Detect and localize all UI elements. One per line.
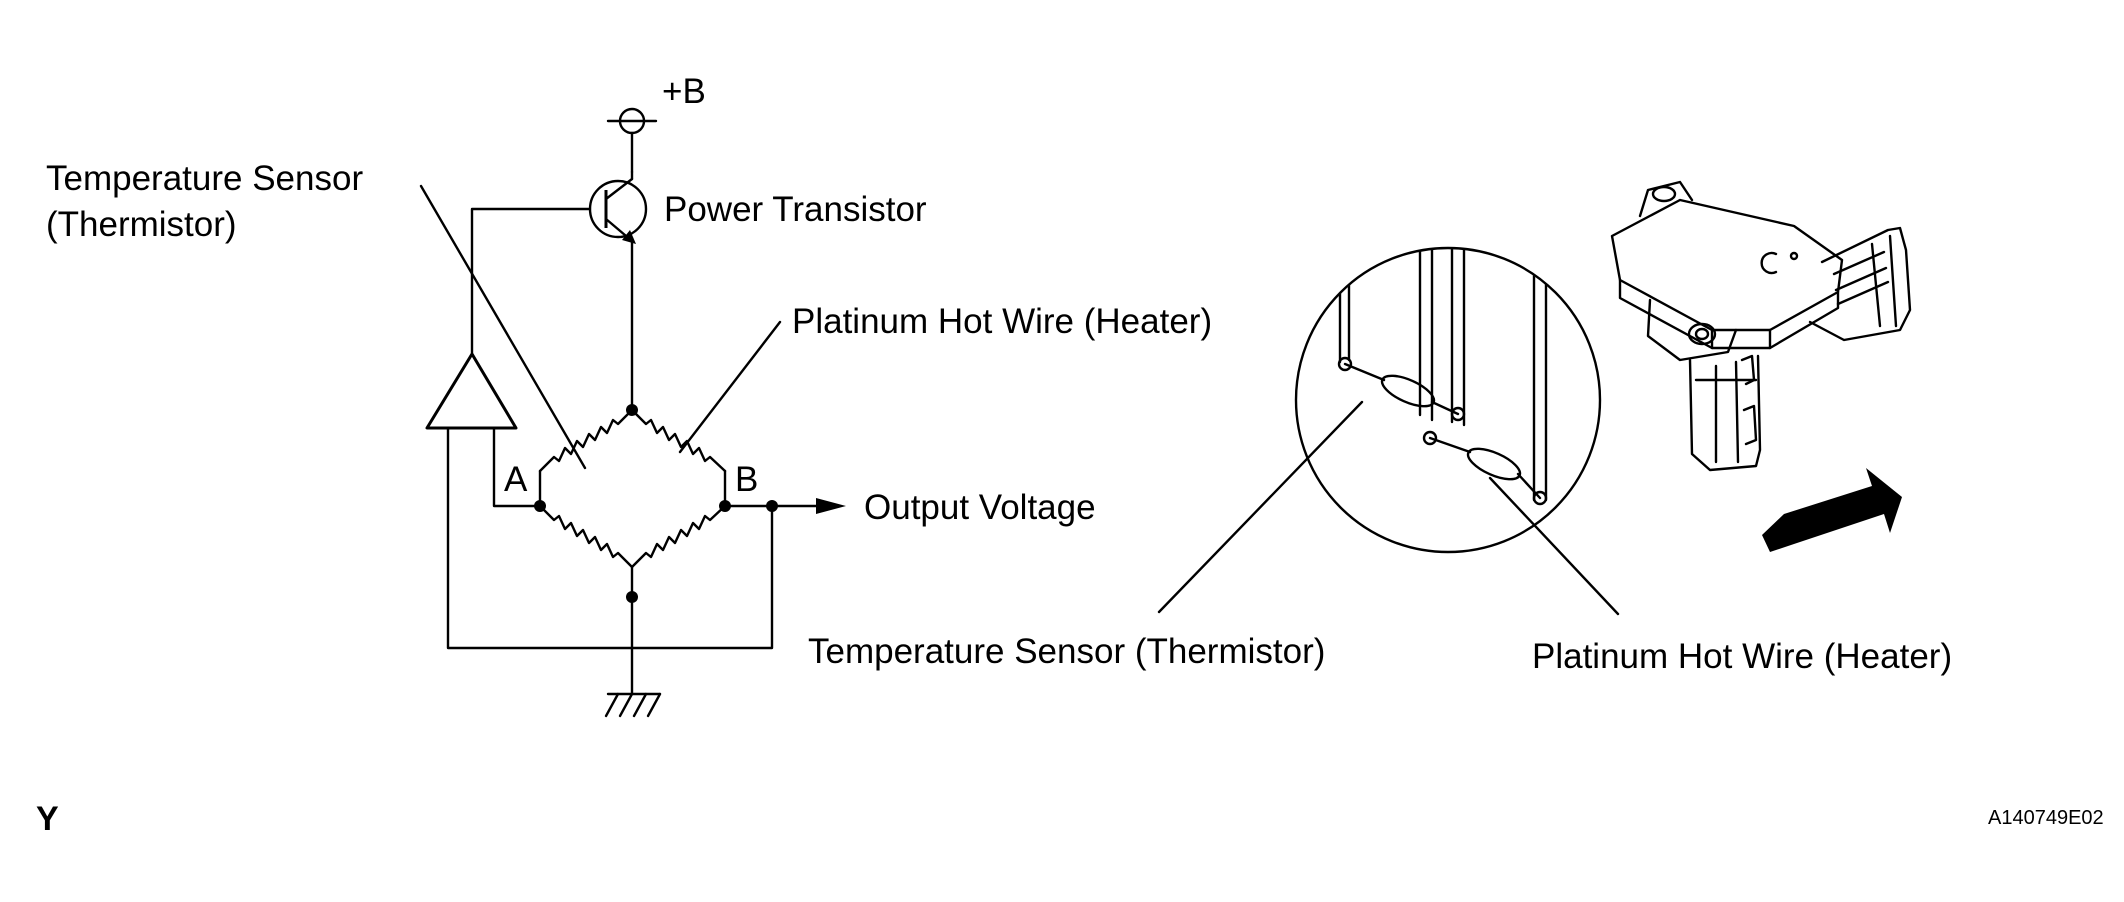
node-b-label: B [735,460,758,499]
ground-symbol [604,692,662,718]
detail-heater-leader [1488,476,1620,616]
power-transistor-symbol [588,170,648,412]
thermistor-leader-line [419,184,587,470]
heater-element [1422,430,1548,506]
sensor-element-detail [1157,246,1620,616]
mass-air-flow-sensor-illustration [1610,180,1912,472]
bridge-resistor-top-right-heater [630,408,727,473]
bridge-resistor-bottom-left [538,504,634,569]
output-label: Output Voltage [864,488,1096,527]
junction-a [534,500,546,512]
junction-top [626,404,638,416]
node-a-label: A [504,460,528,499]
heater-leader-line [678,320,782,454]
heater-label: Platinum Hot Wire (Heater) [792,302,1212,341]
magnified-wires [1337,249,1548,506]
detail-heater-label: Platinum Hot Wire (Heater) [1532,637,1952,676]
footer-code: Y [36,800,59,838]
supply-label: +B [662,72,706,111]
thermistor-label-line1: Temperature Sensor [46,159,363,198]
detail-thermistor-leader [1157,400,1364,614]
thermistor-label-line2: (Thermistor) [46,205,237,244]
amplifier-symbol [425,352,518,430]
transistor-label: Power Transistor [664,190,927,229]
figure-id: A140749E02 [1988,807,2104,829]
magnifier-circle [1294,246,1602,554]
thermistor-element [1337,356,1466,422]
detail-thermistor-label: Temperature Sensor (Thermistor) [808,632,1325,671]
air-flow-arrow [1762,468,1902,552]
amplifier-input-a-wire [492,426,542,508]
supply-terminal [606,107,658,174]
circuit-schematic: +B Power Transistor [46,72,1212,718]
bridge-resistor-top-left [538,408,634,473]
output-arrowhead [816,498,846,514]
base-feedback-wire [470,207,592,355]
amplifier-input-b-wire [446,426,774,650]
bridge-resistor-bottom-right [630,504,727,569]
